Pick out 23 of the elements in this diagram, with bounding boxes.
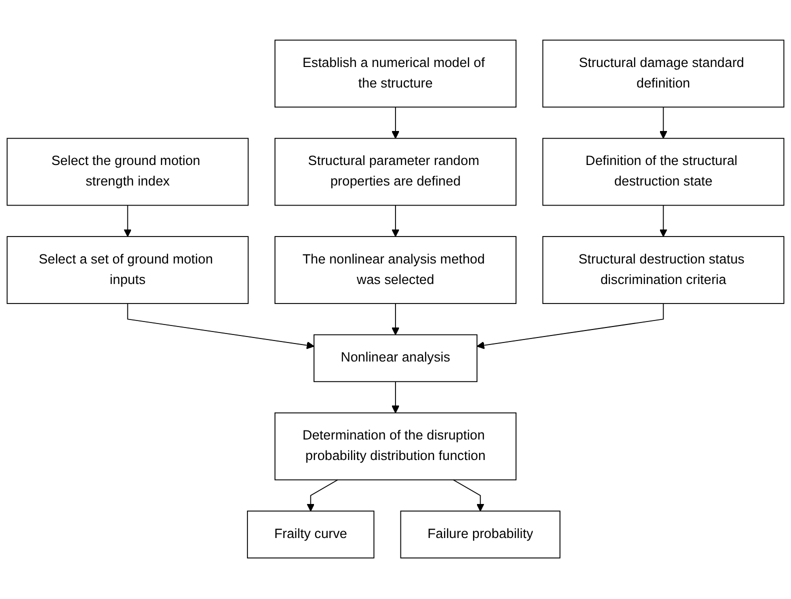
arrow xyxy=(659,107,668,140)
node-box: Select the ground motion strength index xyxy=(6,138,249,206)
arrow xyxy=(392,304,400,336)
node-box: Definition of the structural destruction state xyxy=(542,138,784,206)
arrow xyxy=(392,107,400,140)
node-box: Determination of the disruption probability distribution function xyxy=(274,412,516,481)
node-box: Establish a numerical model of the structure xyxy=(274,40,516,108)
arrow xyxy=(127,304,314,350)
node-box: Structural parameter random properties are defined xyxy=(274,138,516,206)
node-box: The nonlinear analysis method was selected xyxy=(274,236,516,304)
arrow xyxy=(476,304,664,350)
arrow xyxy=(392,382,400,414)
node-box: Failure probability xyxy=(400,511,560,559)
node-box: Structural destruction status discrimination criteria xyxy=(542,236,784,304)
node-box: Structural damage standard definition xyxy=(542,40,784,108)
arrow xyxy=(659,205,668,238)
arrow xyxy=(392,205,400,238)
node-box: Nonlinear analysis xyxy=(314,334,478,383)
node-box: Frailty curve xyxy=(246,511,374,559)
arrow xyxy=(124,205,132,238)
arrow xyxy=(452,480,484,512)
arrow xyxy=(306,480,338,512)
node-box: Select a set of ground motion inputs xyxy=(6,236,249,304)
